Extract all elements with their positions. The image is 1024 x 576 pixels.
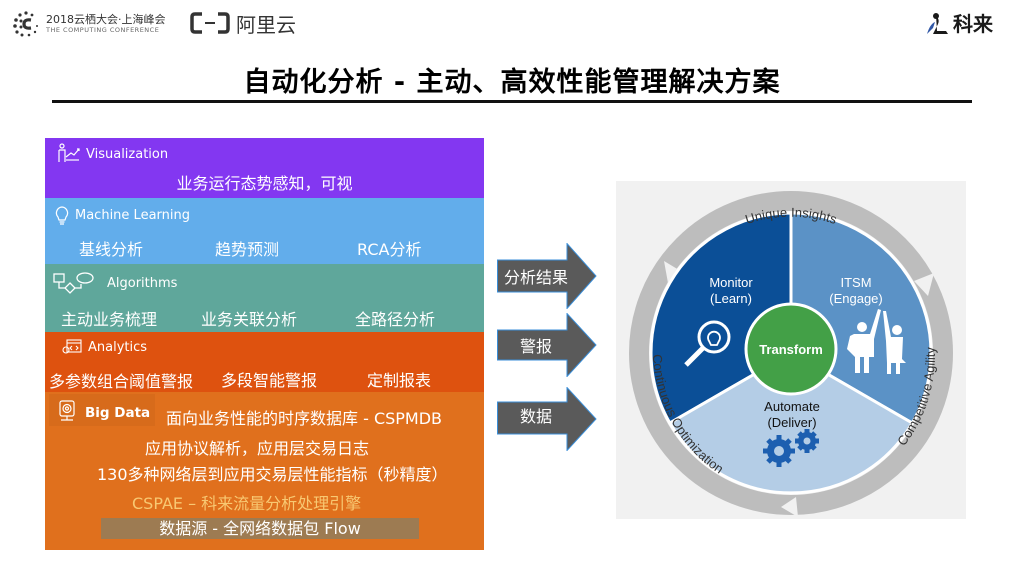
segment-automate xyxy=(667,351,915,495)
aliyun-logo-icon xyxy=(190,12,230,34)
layer-item: 定制报表 xyxy=(367,371,432,390)
arrow-analysis-results: 分析结果 xyxy=(497,243,597,309)
ring-label-unique-insights: Unique Insights xyxy=(743,205,839,227)
flowchart-icon xyxy=(53,272,94,294)
layer-item: 多参数组合阈值警报 xyxy=(49,372,194,391)
layer-item: 主动业务梳理 xyxy=(61,310,158,329)
conference-title: 2018云栖大会·上海峰会 xyxy=(46,13,166,26)
center-label: Transform xyxy=(759,342,823,357)
layer-item: 业务运行态势感知，可视 xyxy=(176,174,353,193)
layer-big-data: Big Data 面向业务性能的时序数据库 - CSPMDB 应用协议解析，应用… xyxy=(45,392,484,550)
layer-item: 全路径分析 xyxy=(355,310,436,329)
data-source-bar: 数据源 - 全网络数据包 Flow xyxy=(101,518,419,539)
database-monitor-icon xyxy=(59,400,75,421)
aliyun-brand: 阿里云 xyxy=(236,13,296,37)
center-circle xyxy=(744,302,838,396)
segment-subtitle: (Learn) xyxy=(710,291,752,306)
layer-label: Big Data xyxy=(85,405,151,421)
segment-title: ITSM xyxy=(840,275,871,290)
layer-item: 面向业务性能的时序数据库 - CSPMDB xyxy=(166,409,443,428)
lightbulb-icon xyxy=(55,206,69,225)
layer-label: Analytics xyxy=(88,340,148,355)
layer-label: Visualization xyxy=(86,147,169,162)
layer-item: 多段智能警报 xyxy=(221,371,318,390)
right-arrow-icon xyxy=(497,387,597,451)
layer-item: 趋势预测 xyxy=(215,240,280,259)
segment-subtitle: (Deliver) xyxy=(767,415,816,430)
code-window-icon xyxy=(62,339,82,354)
colasoft-logo-icon xyxy=(927,13,948,34)
arrow-label: 警报 xyxy=(519,337,552,356)
right-arrow-icon xyxy=(497,313,597,377)
layer-analytics: Analytics 多参数组合阈值警报 多段智能警报 定制报表 xyxy=(45,332,484,392)
transform-cycle-diagram: Unique Insights Competitive Agility Cont… xyxy=(616,181,966,519)
colasoft-brand: 科来 xyxy=(953,12,993,36)
layer-machine-learning: Machine Learning 基线分析 趋势预测 RCA分析 xyxy=(45,198,484,264)
layer-item: 130多种网络层到应用交易层性能指标（秒精度） xyxy=(97,465,448,484)
layer-visualization: Visualization 业务运行态势感知，可视 xyxy=(45,138,484,198)
ring-notch xyxy=(664,261,684,283)
arrow-label: 分析结果 xyxy=(503,268,568,287)
arrow-label: 数据 xyxy=(519,407,552,426)
data-source-label: 数据源 - 全网络数据包 Flow xyxy=(159,519,361,538)
visualization-icon xyxy=(58,143,80,162)
layer-item-engine: CSPAE – 科来流量分析处理引擎 xyxy=(132,494,362,513)
right-arrow-icon xyxy=(497,243,597,309)
high-five-people-icon xyxy=(847,309,906,374)
layer-label: Algorithms xyxy=(107,276,178,291)
gears-icon xyxy=(763,429,819,467)
layer-label: Machine Learning xyxy=(75,208,190,223)
conference-logo-icon xyxy=(13,11,38,37)
title-divider xyxy=(52,100,972,103)
layer-item: 基线分析 xyxy=(79,240,144,259)
arrow-data: 数据 xyxy=(497,387,597,451)
magnifier-lightbulb-icon xyxy=(684,320,731,367)
layer-item: 应用协议解析，应用层交易日志 xyxy=(145,439,370,458)
ring-notch xyxy=(914,273,934,296)
ring-notch xyxy=(781,497,798,517)
segment-title: Automate xyxy=(764,399,820,414)
layer-item: 业务关联分析 xyxy=(201,310,298,329)
arrow-alert: 警报 xyxy=(497,313,597,377)
layer-algorithms: Algorithms 主动业务梳理 业务关联分析 全路径分析 xyxy=(45,264,484,332)
page-title: 自动化分析 - 主动、高效性能管理解决方案 xyxy=(243,67,781,98)
layer-item: RCA分析 xyxy=(357,240,422,259)
segment-title: Monitor xyxy=(709,275,753,290)
conference-subtitle: THE COMPUTING CONFERENCE xyxy=(46,26,160,34)
segment-subtitle: (Engage) xyxy=(829,291,882,306)
cycle-svg: Unique Insights Competitive Agility Cont… xyxy=(629,191,953,517)
